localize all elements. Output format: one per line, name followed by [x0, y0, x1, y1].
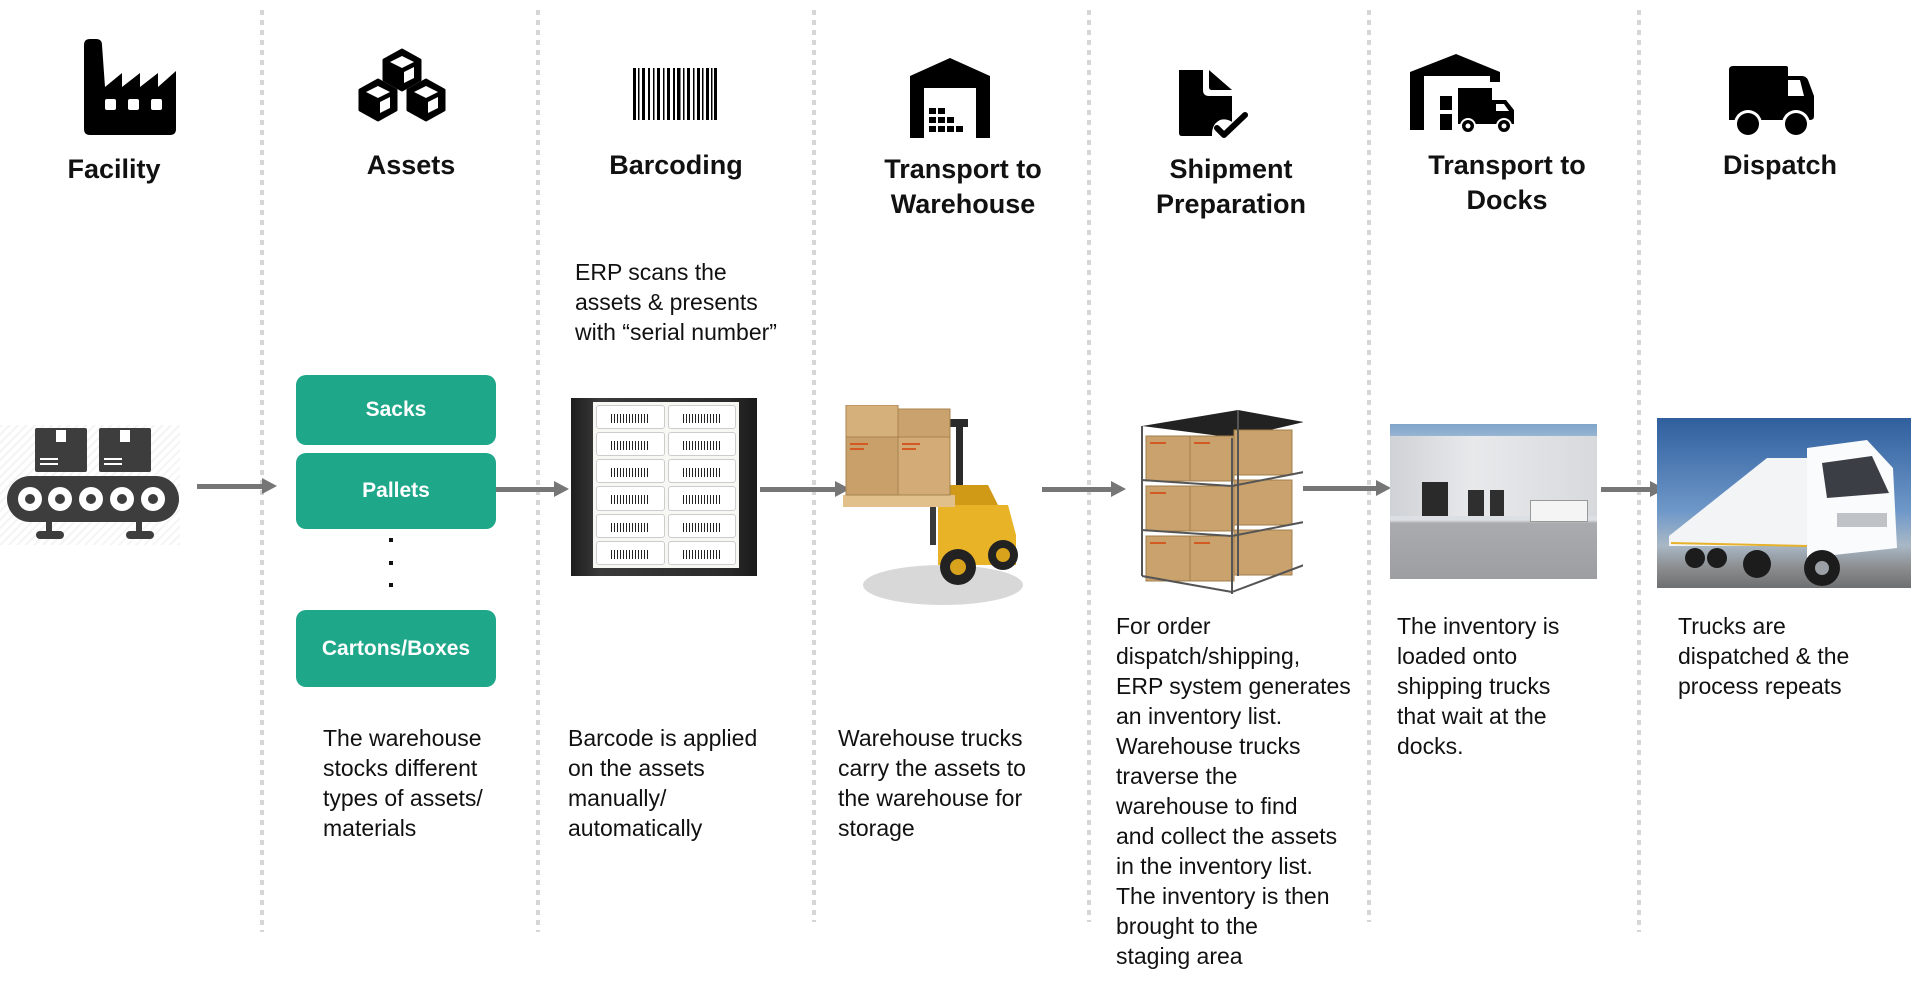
- stage-title-dispatch: Dispatch: [1722, 150, 1838, 180]
- barcode-label-sheet-image: [571, 398, 757, 576]
- stage-title-assets: Assets: [366, 150, 456, 180]
- flow-arrow: [1601, 481, 1665, 497]
- label-sheet: [593, 402, 739, 568]
- flow-arrow: [197, 478, 277, 494]
- barcode-label: [667, 405, 736, 430]
- truck-icon: [1729, 66, 1814, 138]
- conveyor-belt-image: [0, 425, 180, 545]
- storage-shelves-image: [1128, 400, 1303, 595]
- stage-title-transport-warehouse: Transport to Warehouse: [884, 154, 1042, 219]
- description-dispatch: Trucks are dispatched & the process repe…: [1678, 613, 1850, 699]
- forklift-image: [838, 405, 1038, 615]
- cubes-icon: [358, 48, 446, 122]
- barcode-label: [667, 513, 736, 538]
- barcode-label: [667, 486, 736, 511]
- asset-type-pallets: Pallets: [296, 453, 496, 529]
- stage-title-shipment-preparation: Shipment Preparation: [1155, 154, 1307, 219]
- ellipsis-dot: [389, 561, 393, 565]
- barcode-label: [596, 459, 665, 484]
- stage-title-barcoding: Barcoding: [609, 150, 743, 180]
- description-shipment-preparation: For order dispatch/shipping, ERP system …: [1116, 613, 1351, 969]
- barcode-label: [667, 459, 736, 484]
- factory-icon: [84, 39, 176, 135]
- flow-arrow: [760, 481, 850, 497]
- column-separator: [1367, 10, 1371, 922]
- column-separator: [260, 10, 264, 932]
- warehouse-icon: [910, 58, 990, 138]
- barcode-label: [596, 432, 665, 457]
- column-separator: [536, 10, 540, 932]
- barcode-icon: [633, 68, 717, 120]
- stage-title-facility: Facility: [67, 154, 161, 184]
- dock-door: [1490, 490, 1504, 516]
- stage-title-transport-docks: Transport to Docks: [1428, 150, 1586, 215]
- column-separator: [812, 10, 816, 922]
- warehouse-truck-icon: [1410, 54, 1514, 134]
- loading-docks-image: [1390, 424, 1597, 579]
- flow-arrow: [1042, 481, 1126, 497]
- barcode-label: [596, 513, 665, 538]
- barcode-label: [667, 540, 736, 565]
- flow-arrow: [493, 481, 569, 497]
- semi-truck-image: [1657, 418, 1911, 588]
- barcode-label: [596, 486, 665, 511]
- dock-truck: [1530, 500, 1588, 522]
- conveyor-belt-icon: [7, 428, 179, 539]
- description-transport-warehouse: Warehouse trucks carry the assets to the…: [838, 725, 1026, 841]
- barcoding-erp-note: ERP scans the assets & presents with “se…: [575, 259, 777, 345]
- description-transport-docks: The inventory is loaded onto shipping tr…: [1397, 613, 1560, 759]
- dock-door: [1422, 482, 1448, 516]
- asset-type-cartons-boxes: Cartons/Boxes: [296, 610, 496, 687]
- column-separator: [1637, 10, 1641, 932]
- flow-arrow: [1303, 480, 1391, 496]
- description-barcoding: Barcode is applied on the assets manuall…: [568, 725, 758, 841]
- barcode-label: [596, 405, 665, 430]
- dock-door: [1468, 490, 1484, 516]
- ellipsis-dot: [389, 583, 393, 587]
- barcode-label: [667, 432, 736, 457]
- ellipsis-dot: [389, 538, 393, 542]
- description-assets: The warehouse stocks different types of …: [323, 725, 483, 841]
- column-separator: [1087, 10, 1091, 922]
- asset-type-sacks: Sacks: [296, 375, 496, 445]
- barcode-label: [596, 540, 665, 565]
- document-check-icon: [1179, 70, 1248, 140]
